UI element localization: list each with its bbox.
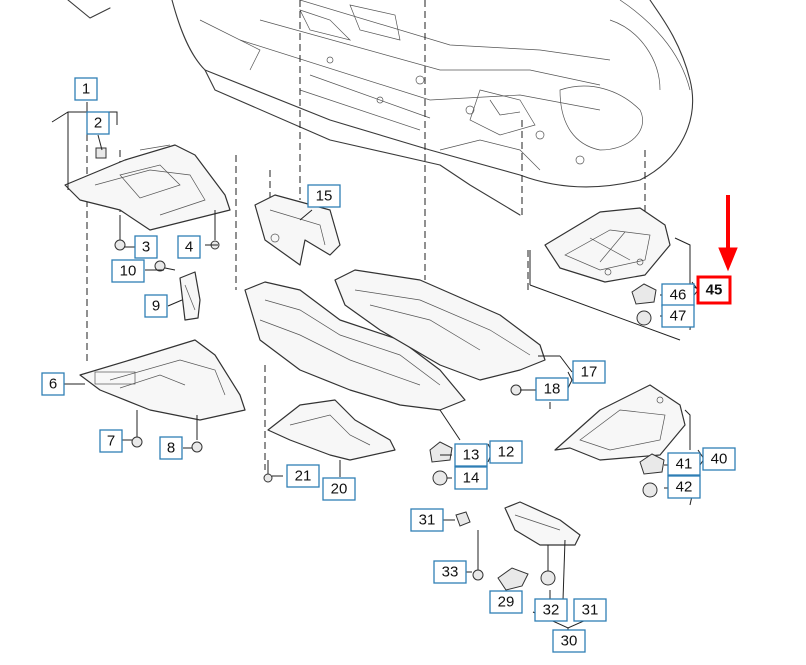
callout-29[interactable]: 29: [489, 590, 523, 614]
part-46-clip: [631, 283, 657, 305]
bolt-3: [114, 215, 126, 251]
svg-text:9: 9: [152, 298, 160, 315]
bolt-8: [191, 415, 203, 453]
svg-text:30: 30: [561, 633, 578, 650]
callout-4[interactable]: 4: [177, 235, 201, 259]
callout-47[interactable]: 47: [661, 304, 695, 328]
callout-7[interactable]: 7: [99, 429, 123, 453]
callout-12[interactable]: 12: [489, 440, 523, 464]
part-center-tunnel-panel-2: [334, 269, 546, 381]
part-29-plate: [497, 567, 529, 591]
part-47-nut: [636, 310, 652, 326]
svg-text:31: 31: [582, 602, 599, 619]
part-20-underbody-guard: [267, 399, 396, 461]
bracket-9: [179, 271, 201, 321]
svg-text:32: 32: [543, 602, 560, 619]
svg-text:8: 8: [167, 440, 175, 457]
svg-text:42: 42: [676, 479, 693, 496]
part-13-clip: [429, 441, 453, 463]
svg-text:29: 29: [498, 594, 515, 611]
svg-text:21: 21: [295, 468, 312, 485]
part-center-tunnel-panel: [244, 281, 466, 411]
svg-text:15: 15: [316, 188, 333, 205]
callout-17[interactable]: 17: [572, 360, 606, 384]
callout-46[interactable]: 46: [661, 283, 695, 307]
bolt-21: [263, 460, 273, 483]
svg-text:3: 3: [142, 239, 150, 256]
part-14-nut: [432, 470, 448, 486]
callout-10[interactable]: 10: [111, 259, 145, 283]
svg-text:6: 6: [49, 376, 57, 393]
svg-text:1: 1: [82, 81, 90, 98]
svg-text:46: 46: [670, 287, 687, 304]
part-30-bracket: [504, 501, 581, 572]
svg-text:47: 47: [670, 308, 687, 325]
svg-text:20: 20: [331, 481, 348, 498]
callout-15[interactable]: 15: [307, 184, 341, 208]
callout-40[interactable]: 40: [702, 447, 736, 471]
callout-8[interactable]: 8: [159, 436, 183, 460]
svg-text:7: 7: [107, 433, 115, 450]
part-6-engine-undertray: [79, 339, 246, 421]
part-32-nut: [540, 570, 556, 586]
callout-32[interactable]: 32: [534, 598, 568, 622]
svg-text:4: 4: [185, 239, 193, 256]
part-41-clip: [639, 453, 665, 475]
svg-text:18: 18: [544, 381, 561, 398]
callout-42[interactable]: 42: [667, 475, 701, 499]
part-45-cover-plate: [544, 207, 671, 283]
callout-6[interactable]: 6: [41, 372, 65, 396]
callout-1[interactable]: 1: [74, 77, 98, 101]
svg-text:12: 12: [498, 444, 515, 461]
svg-text:10: 10: [120, 263, 137, 280]
callout-14[interactable]: 14: [454, 466, 488, 490]
bolt-10: [154, 260, 176, 272]
callout-2[interactable]: 2: [86, 111, 110, 135]
svg-text:45: 45: [706, 282, 723, 299]
highlight-arrow: [718, 195, 738, 272]
callout-33[interactable]: 33: [433, 560, 467, 584]
bolt-33: [472, 530, 484, 581]
svg-text:31: 31: [419, 512, 436, 529]
part-42-nut: [642, 482, 658, 498]
callout-45-highlighted[interactable]: 45: [696, 275, 732, 305]
svg-text:41: 41: [676, 456, 693, 473]
bolt-4: [210, 210, 220, 250]
svg-text:14: 14: [463, 470, 480, 487]
callout-31-left[interactable]: 31: [410, 508, 444, 532]
bolt-7: [131, 410, 143, 448]
svg-text:40: 40: [711, 451, 728, 468]
svg-text:33: 33: [442, 564, 459, 581]
part-40-cover-plate: [554, 384, 686, 461]
callout-31-right[interactable]: 31: [573, 598, 607, 622]
vehicle-underbody: [67, 0, 694, 216]
part-31-clip: [455, 511, 471, 527]
clip-18: [510, 384, 522, 396]
callout-30[interactable]: 30: [552, 629, 586, 653]
svg-text:2: 2: [94, 115, 102, 132]
callout-41[interactable]: 41: [667, 452, 701, 476]
callout-13[interactable]: 13: [454, 443, 488, 467]
callout-3[interactable]: 3: [134, 235, 158, 259]
callout-9[interactable]: 9: [144, 294, 168, 318]
callout-18[interactable]: 18: [535, 377, 569, 401]
part-1-front-underbody-guard: [64, 144, 231, 231]
svg-text:13: 13: [463, 447, 480, 464]
callout-20[interactable]: 20: [322, 477, 356, 501]
svg-text:17: 17: [581, 364, 598, 381]
part-15-heat-shield: [254, 194, 341, 266]
callout-21[interactable]: 21: [286, 464, 320, 488]
